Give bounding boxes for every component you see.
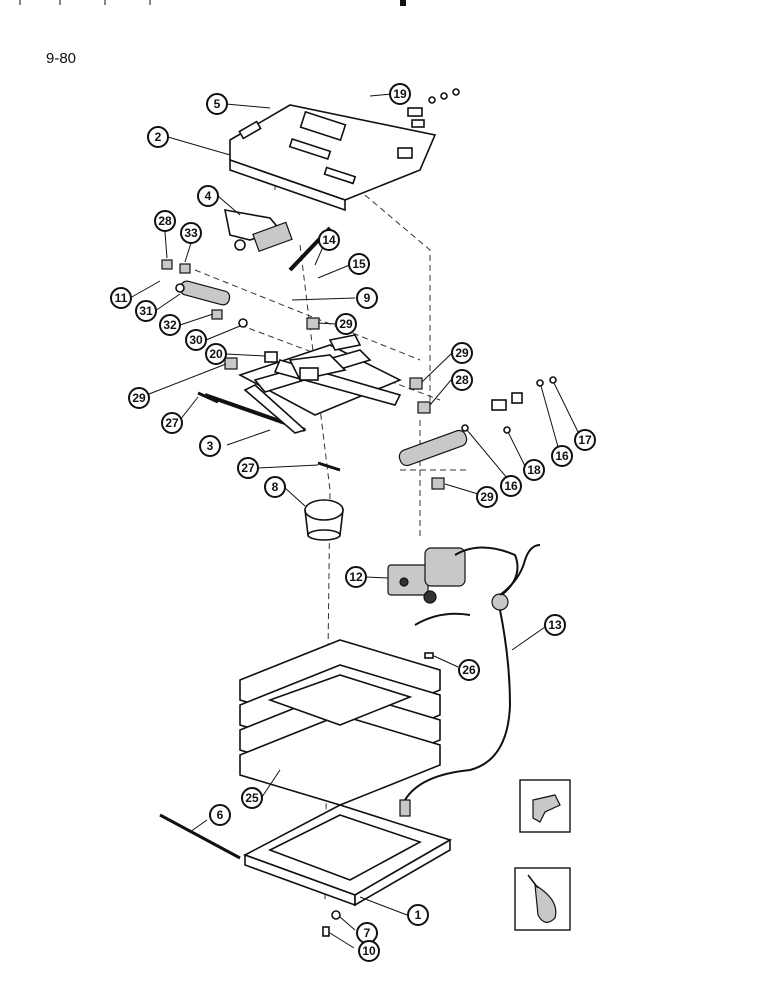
- svg-text:20: 20: [209, 347, 223, 361]
- leader-lines: [129, 93, 583, 949]
- callout-32: 32: [159, 314, 181, 336]
- callout-4: 4: [197, 185, 219, 207]
- svg-text:29: 29: [480, 490, 494, 504]
- scissor-frame-assembly: [204, 334, 402, 434]
- svg-text:29: 29: [132, 391, 146, 405]
- callout-19: 19: [389, 83, 411, 105]
- svg-text:28: 28: [455, 373, 469, 387]
- svg-text:12: 12: [349, 570, 363, 584]
- svg-text:4: 4: [205, 189, 212, 203]
- callout-31: 31: [135, 300, 157, 322]
- callout-15: 15: [348, 253, 370, 275]
- bushings: [161, 259, 445, 490]
- svg-text:10: 10: [362, 944, 376, 958]
- bolt-27-upper: [197, 391, 219, 404]
- callout-5: 5: [206, 93, 228, 115]
- rod-6: [159, 813, 241, 860]
- svg-text:26: 26: [462, 663, 476, 677]
- svg-text:29: 29: [455, 346, 469, 360]
- svg-text:7: 7: [364, 926, 371, 940]
- svg-text:13: 13: [548, 618, 562, 632]
- callout-9: 9: [356, 287, 378, 309]
- svg-text:25: 25: [245, 791, 259, 805]
- callout-1: 1: [407, 904, 429, 926]
- svg-text:6: 6: [217, 808, 224, 822]
- callout-2: 2: [147, 126, 169, 148]
- callout-29-lower: 29: [476, 486, 498, 508]
- callout-7: 7: [356, 922, 378, 944]
- svg-text:29: 29: [339, 317, 353, 331]
- bolt-10: [322, 926, 330, 937]
- svg-text:16: 16: [555, 449, 569, 463]
- svg-text:33: 33: [184, 226, 198, 240]
- bellows-boot: [239, 639, 441, 806]
- shock-absorber-right: [398, 429, 468, 467]
- hardware-19-group: [407, 88, 460, 128]
- callout-8: 8: [264, 476, 286, 498]
- svg-text:8: 8: [272, 480, 279, 494]
- svg-text:28: 28: [158, 214, 172, 228]
- callout-6: 6: [209, 804, 231, 826]
- callout-3: 3: [199, 435, 221, 457]
- callout-26: 26: [458, 659, 480, 681]
- air-compressor: [387, 546, 519, 626]
- callout-27-lower: 27: [237, 457, 259, 479]
- callout-16-center: 16: [500, 475, 522, 497]
- callout-29-left: 29: [128, 387, 150, 409]
- callout-14: 14: [318, 229, 340, 251]
- svg-text:9: 9: [364, 291, 371, 305]
- callout-28-right: 28: [451, 369, 473, 391]
- svg-text:1: 1: [415, 908, 422, 922]
- callout-29-center: 29: [335, 313, 357, 335]
- callout-16-right: 16: [551, 445, 573, 467]
- washers-right: [461, 376, 557, 434]
- callout-11: 11: [110, 287, 132, 309]
- callout-33: 33: [180, 222, 202, 244]
- shock-absorber-31: [175, 280, 231, 306]
- svg-text:27: 27: [165, 416, 179, 430]
- callout-12: 12: [345, 566, 367, 588]
- callout-18: 18: [523, 459, 545, 481]
- base-plate: [243, 804, 452, 907]
- svg-text:11: 11: [115, 291, 128, 305]
- svg-text:18: 18: [527, 463, 541, 477]
- svg-text:30: 30: [189, 333, 203, 347]
- callout-10: 10: [358, 940, 380, 962]
- callout-27-left: 27: [161, 412, 183, 434]
- bolt-27-lower: [317, 461, 341, 472]
- page-number: 9-80: [46, 50, 77, 67]
- callout-20: 20: [205, 343, 227, 365]
- svg-text:17: 17: [578, 433, 592, 447]
- svg-text:32: 32: [163, 318, 177, 332]
- svg-text:16: 16: [504, 479, 518, 493]
- callout-17: 17: [574, 429, 596, 451]
- svg-text:15: 15: [352, 257, 366, 271]
- svg-text:19: 19: [393, 87, 407, 101]
- svg-text:31: 31: [139, 304, 153, 318]
- inset-tee-fitting: [519, 779, 571, 833]
- svg-text:3: 3: [207, 439, 214, 453]
- callout-28-upper: 28: [154, 210, 176, 232]
- washer-7: [331, 910, 341, 920]
- air-spring-cup: [304, 499, 344, 541]
- callout-25: 25: [241, 787, 263, 809]
- svg-text:27: 27: [241, 461, 255, 475]
- top-cropped-marks: [19, 0, 406, 6]
- screw-26: [424, 652, 434, 659]
- svg-text:2: 2: [155, 130, 162, 144]
- adjuster-handle-assembly: [223, 209, 293, 253]
- control-cable: [399, 544, 541, 817]
- callout-29-right-upper: 29: [451, 342, 473, 364]
- svg-text:5: 5: [214, 97, 221, 111]
- callout-30: 30: [185, 329, 207, 351]
- svg-text:14: 14: [322, 233, 336, 247]
- seat-top-plate: [229, 104, 437, 212]
- callout-13: 13: [544, 614, 566, 636]
- inset-valve-detail: [514, 867, 571, 931]
